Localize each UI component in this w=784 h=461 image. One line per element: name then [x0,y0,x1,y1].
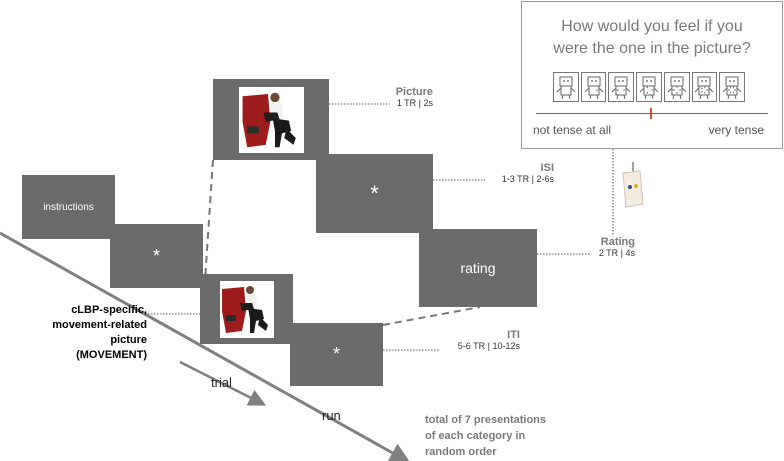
sam-scale-row [553,72,747,104]
right-anchor: very tense [708,123,764,137]
isi-annotation: ISI 1-3 TR | 2-6s [470,162,554,185]
picture-screen-run [200,274,293,344]
movement-photo-large [238,86,304,153]
rating-screen: rating [419,229,537,307]
isi-screen: * [316,154,433,233]
instructions-text: instructions [43,201,94,213]
picture-timing: 1 TR | 2s [396,98,433,108]
rating-timing: 2 TR | 4s [598,248,635,258]
sam-figure-icon[interactable] [691,72,718,102]
trial-arrow [179,360,267,406]
rating-label: Rating [600,236,635,248]
fixation-screen-iti: * [290,323,383,386]
iti-timing: 5-6 TR | 10-12s [457,341,520,351]
total-note-line: random order [425,446,497,458]
isi-label: ISI [540,162,554,174]
movement-photo-small [219,280,274,338]
dashed-connector-bottom [382,306,481,326]
picture-screen-zoom [213,79,329,160]
fixation-cross: * [152,245,160,266]
sam-figure-icon[interactable] [580,72,607,102]
category-line: cLBP-specific, [71,304,147,316]
sam-figure-icon[interactable] [553,72,579,102]
category-line: movement-related [52,319,147,331]
sam-figure-icon[interactable] [636,72,662,102]
isi-timing: 1-3 TR | 2-6s [501,174,554,184]
person-lifting-image [219,280,274,338]
picture-label: Picture [395,86,433,98]
fixation-screen-run: * [110,224,203,288]
dashed-connector-top [204,159,214,281]
total-note: total of 7 presentations of each categor… [425,412,605,460]
rating-question: How would you feel if you were the one i… [522,16,782,60]
left-anchor: not tense at all [533,123,612,137]
category-label: cLBP-specific, movement-related picture … [40,303,147,363]
trial-label: trial [211,375,232,390]
category-line: picture (MOVEMENT) [76,334,147,361]
scale-axis [536,113,768,114]
sam-figure-icon[interactable] [608,72,635,102]
sam-figure-icon[interactable] [663,72,690,102]
person-lifting-image [239,86,303,153]
rating-question-line: How would you feel if you [561,18,743,35]
sam-figure-icon[interactable] [719,72,746,102]
rating-question-line: were the one in the picture? [553,40,751,57]
instructions-screen: instructions [22,175,115,239]
total-note-line: total of 7 presentations [425,414,547,426]
iti-label: ITI [507,329,520,341]
fixation-cross: * [370,180,379,206]
picture-annotation: Picture 1 TR | 2s [360,86,433,109]
run-label: run [322,408,341,423]
fixation-cross: * [332,344,340,364]
scale-marker[interactable] [650,108,652,119]
run-arrow [0,231,411,461]
iti-annotation: ITI 5-6 TR | 10-12s [420,329,520,352]
rating-screen-text: rating [460,260,496,276]
rating-scale-panel: How would you feel if you were the one i… [521,1,783,149]
button-box-icon [622,162,644,208]
total-note-line: of each category in [425,430,526,442]
rating-annotation: Rating 2 TR | 4s [560,236,635,259]
